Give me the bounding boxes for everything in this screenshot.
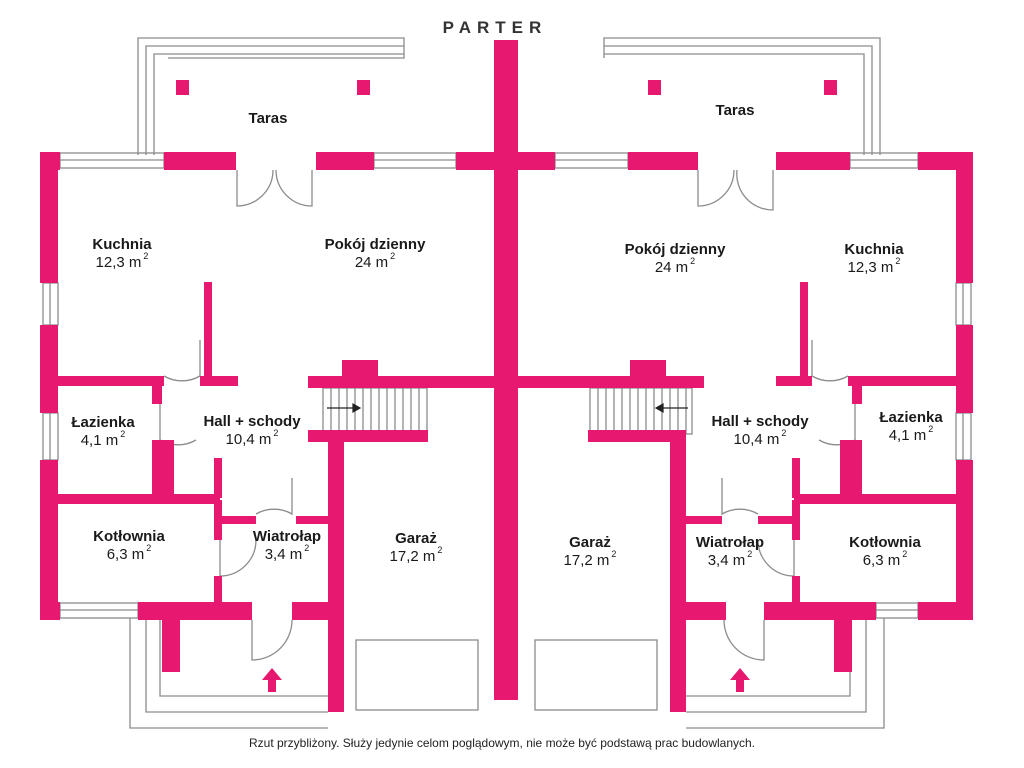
left-taras-label: Taras	[248, 110, 288, 127]
disclaimer-footer: Rzut przybliżony. Służy jedynie celom po…	[248, 736, 756, 750]
right-stairs	[589, 387, 693, 435]
outdoor-outlines	[42, 37, 972, 729]
left-entry-arrow	[262, 668, 282, 692]
plan-title: PARTER	[442, 18, 548, 37]
door-swings	[159, 169, 856, 661]
stair-arrows	[327, 402, 688, 414]
walls	[40, 40, 973, 712]
right-entrance-outline	[686, 618, 851, 697]
right-terrace-outline	[603, 37, 881, 155]
left-terrace-outline	[137, 37, 405, 155]
left-garage-door	[355, 639, 479, 711]
right-garage-door	[534, 639, 658, 711]
right-taras-label: Taras	[715, 102, 755, 119]
left-stairs	[322, 387, 428, 435]
right-entry-arrow	[730, 668, 750, 692]
left-entrance-outline	[159, 618, 328, 697]
